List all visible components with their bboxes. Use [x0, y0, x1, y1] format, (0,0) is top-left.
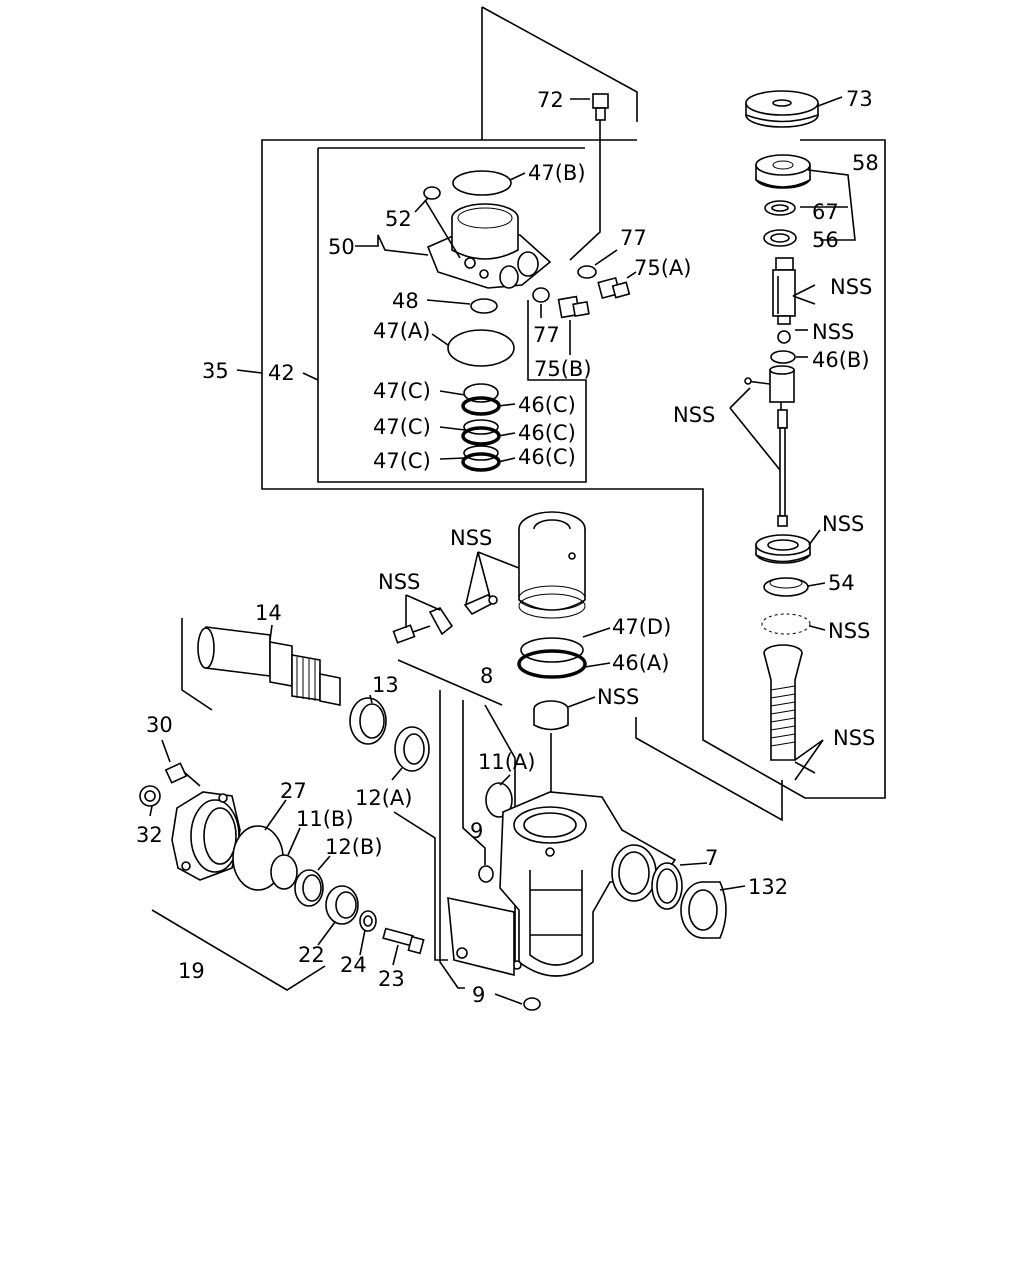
label-47a: 47(A) — [373, 319, 430, 343]
label-47c-1: 47(C) — [373, 379, 431, 403]
label-13: 13 — [372, 673, 399, 697]
label-48: 48 — [392, 289, 419, 313]
label-47c-2: 47(C) — [373, 415, 431, 439]
label-50: 50 — [328, 235, 355, 259]
o-ring-47a — [447, 329, 515, 367]
label-46b: 46(B) — [812, 348, 870, 372]
label-nss-worm: NSS — [833, 726, 875, 750]
leader-lines — [149, 96, 856, 1005]
label-nss-bearing: NSS — [822, 512, 864, 536]
label-24: 24 — [340, 953, 367, 977]
washer-77b — [532, 287, 550, 303]
washer-77a — [577, 265, 597, 279]
label-22: 22 — [298, 943, 325, 967]
label-30: 30 — [146, 713, 173, 737]
label-47d: 47(D) — [612, 615, 671, 639]
label-9a: 9 — [470, 819, 483, 843]
label-67: 67 — [812, 200, 839, 224]
label-32: 32 — [136, 823, 163, 847]
o-ring-48 — [470, 298, 498, 314]
label-73: 73 — [846, 87, 873, 111]
label-14: 14 — [255, 601, 282, 625]
label-27: 27 — [280, 779, 307, 803]
fittings — [532, 265, 631, 319]
label-11b: 11(B) — [296, 807, 354, 831]
label-54: 54 — [828, 571, 855, 595]
label-nss-plug: NSS — [597, 685, 639, 709]
label-46c-3: 46(C) — [518, 445, 576, 469]
gear-housing — [393, 659, 783, 1011]
label-11a: 11(A) — [478, 750, 535, 774]
assembly-boundary-lines — [261, 6, 886, 799]
fitting-75a — [597, 276, 631, 300]
part-labels: 72 73 58 47(B) 52 50 77 75(A) 67 56 48 7… — [136, 87, 879, 1007]
label-42: 42 — [268, 361, 295, 385]
label-77a: 77 — [620, 226, 647, 250]
label-19: 19 — [178, 959, 205, 983]
label-35: 35 — [202, 359, 229, 383]
label-77b: 77 — [533, 323, 560, 347]
label-56: 56 — [812, 228, 839, 252]
label-47c-3: 47(C) — [373, 449, 431, 473]
label-nss-screw: NSS — [378, 570, 420, 594]
o-rings-column — [447, 298, 515, 472]
label-52: 52 — [385, 207, 412, 231]
label-46a: 46(A) — [612, 651, 669, 675]
valve-housing-cover — [423, 170, 552, 289]
sector-shaft-area — [181, 618, 513, 818]
side-cover-assembly — [139, 762, 425, 991]
label-7: 7 — [705, 846, 718, 870]
label-72: 72 — [537, 88, 564, 112]
label-nss-pins: NSS — [673, 403, 715, 427]
label-nss-ball: NSS — [812, 320, 854, 344]
bolt-72 — [592, 93, 609, 121]
label-8: 8 — [480, 664, 493, 688]
label-47b: 47(B) — [528, 161, 586, 185]
right-column-parts — [744, 90, 819, 774]
label-75a: 75(A) — [634, 256, 691, 280]
label-75b: 75(B) — [534, 357, 592, 381]
label-nss-shaft: NSS — [830, 275, 872, 299]
label-132: 132 — [748, 875, 788, 899]
label-12b: 12(B) — [325, 835, 383, 859]
label-12a: 12(A) — [355, 786, 412, 810]
label-46c-2: 46(C) — [518, 421, 576, 445]
o-ring-47b — [452, 170, 512, 196]
fitting-75b — [557, 295, 590, 319]
worm-threads — [770, 685, 796, 747]
nut-52 — [423, 186, 441, 200]
label-nss-piston: NSS — [450, 526, 492, 550]
spline-lines — [296, 657, 316, 701]
label-nss-balls: NSS — [828, 619, 870, 643]
label-58: 58 — [852, 151, 879, 175]
label-9b: 9 — [472, 983, 485, 1007]
label-46c-1: 46(C) — [518, 393, 576, 417]
label-23: 23 — [378, 967, 405, 991]
